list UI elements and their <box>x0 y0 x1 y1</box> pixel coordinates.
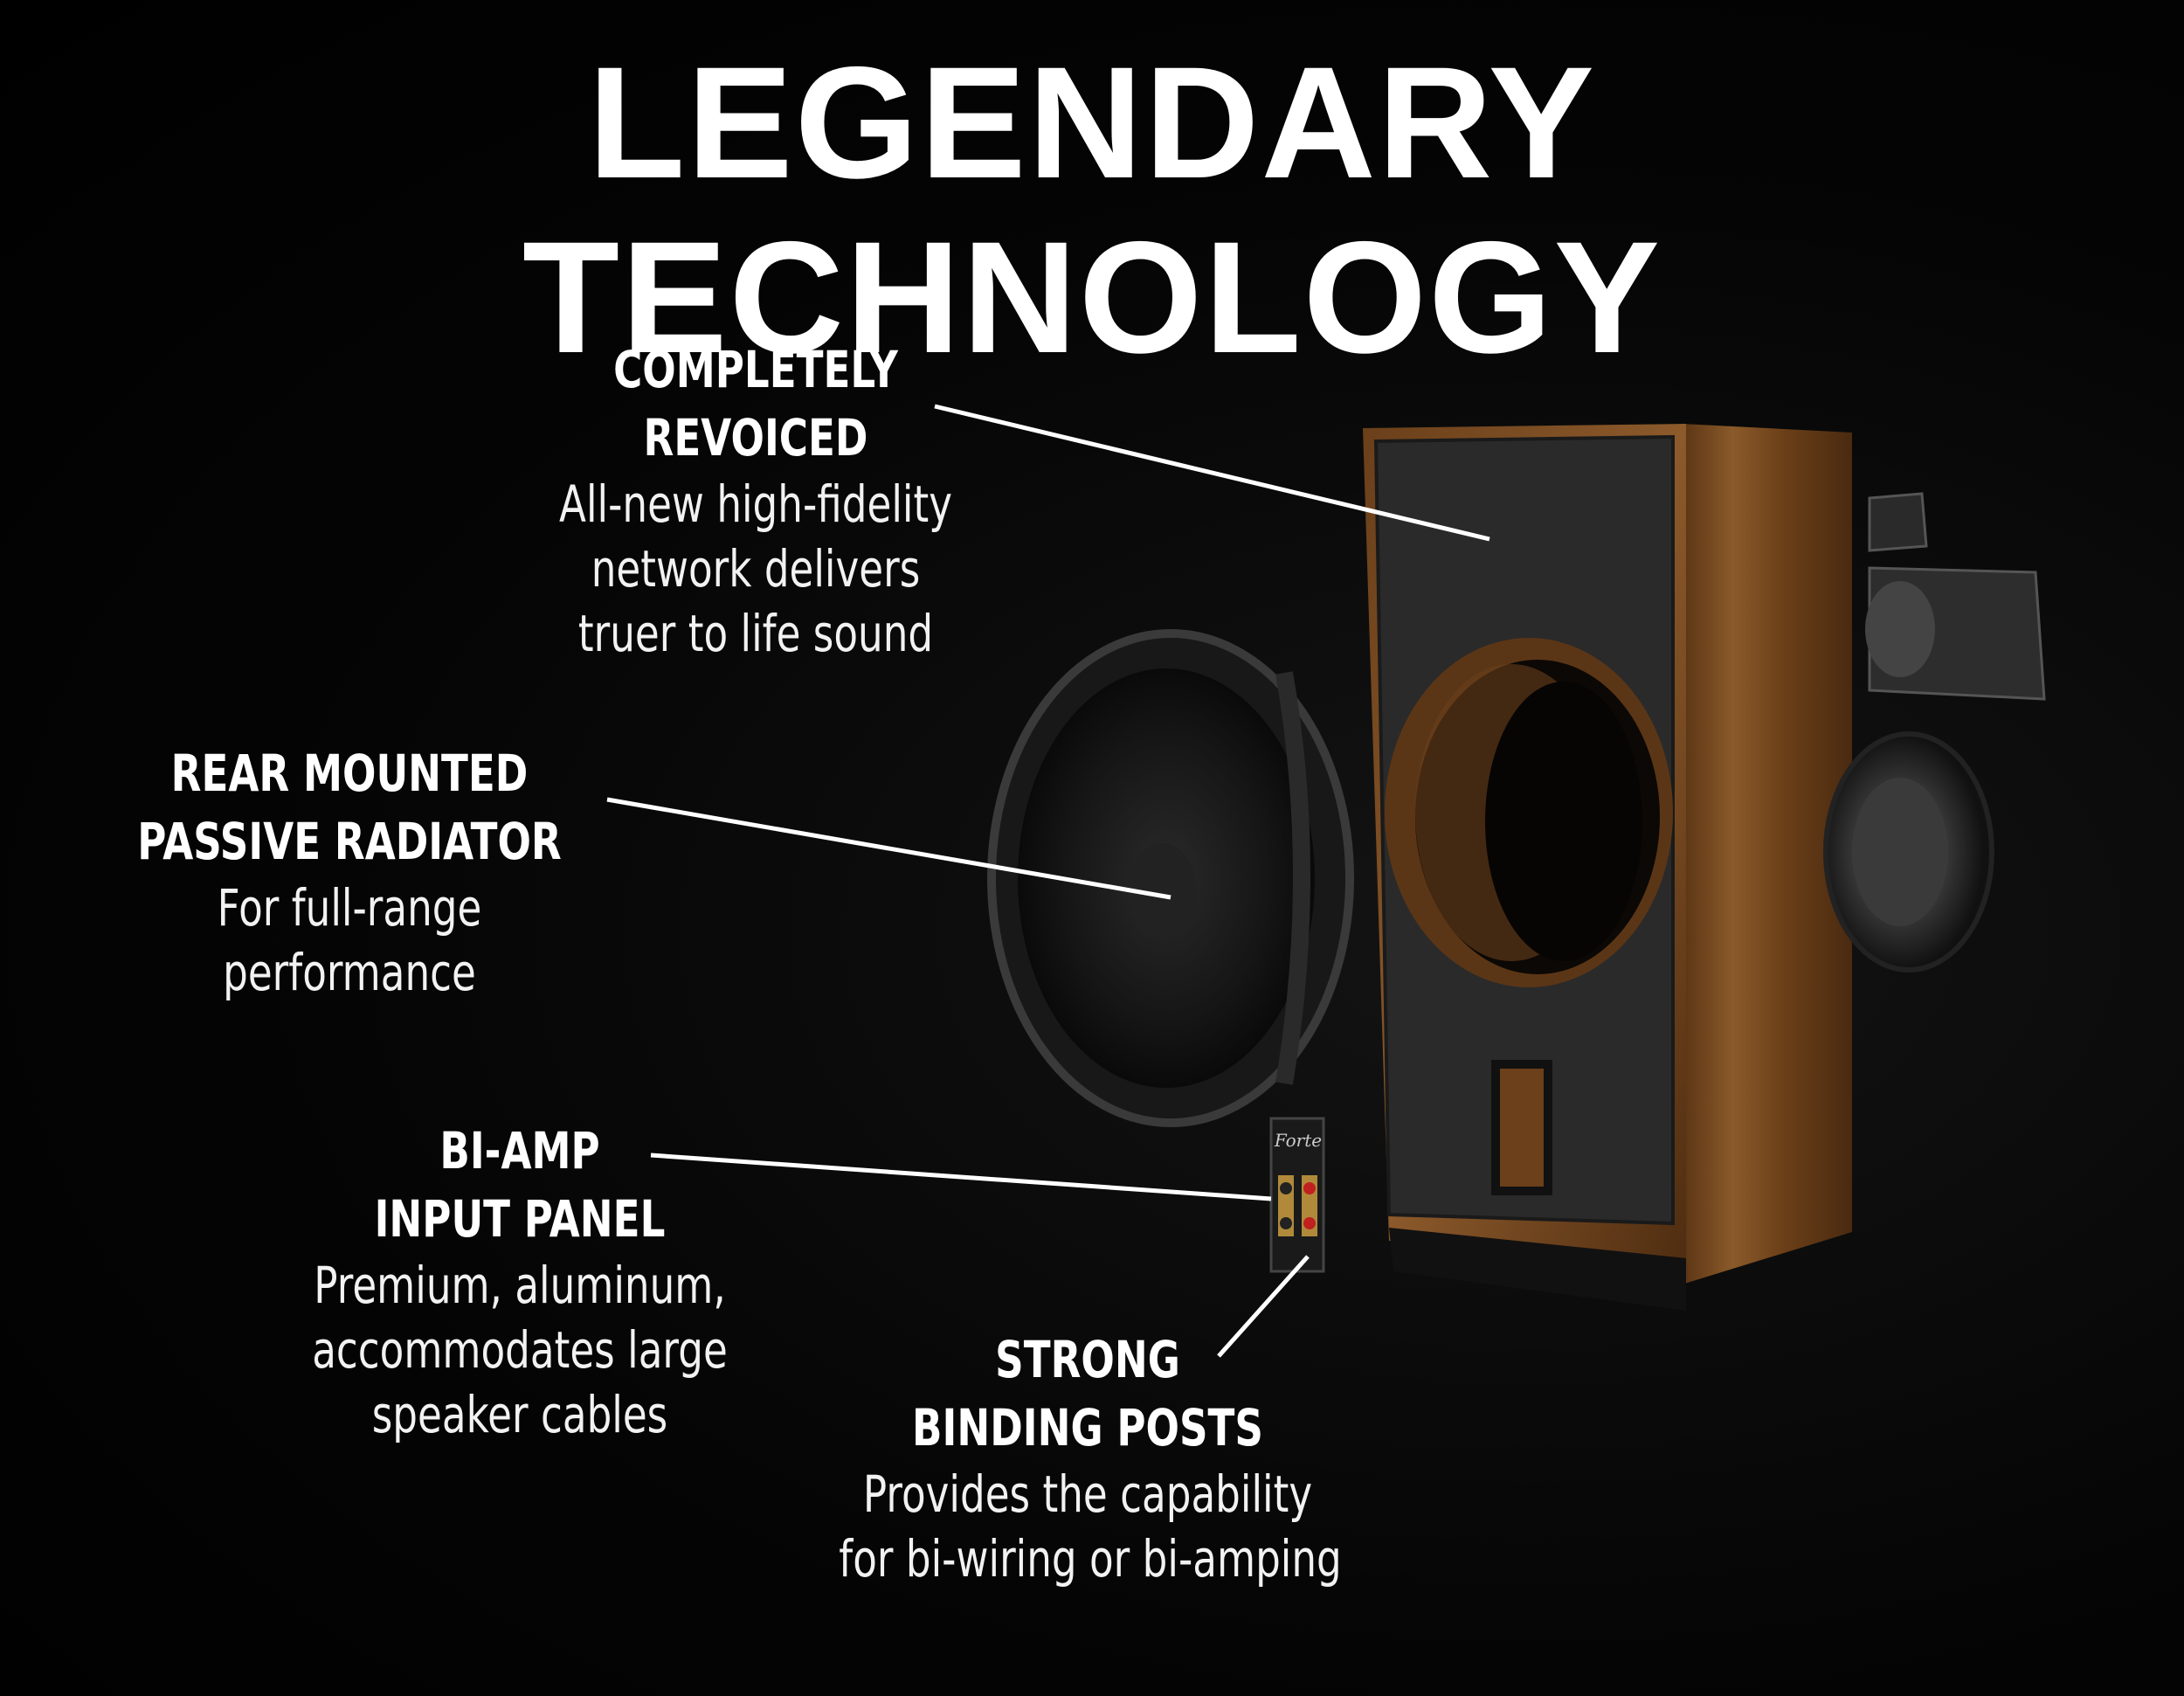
callout-heading: PASSIVE RADIATOR <box>137 812 562 871</box>
callout-heading: STRONG <box>995 1330 1180 1389</box>
callout-heading: REVOICED <box>643 408 868 467</box>
leader-line-radiator <box>606 797 1171 900</box>
panel-logo: Forte <box>1274 1130 1322 1151</box>
tweeter-horn <box>1868 492 1928 552</box>
callout-description: performance <box>223 943 476 1002</box>
callout-heading: BINDING POSTS <box>912 1398 1263 1457</box>
plinth <box>1389 1228 1686 1311</box>
callout-description: network delivers <box>591 539 921 599</box>
callout-description: Provides the capability <box>862 1464 1313 1524</box>
leader-line-revoiced <box>934 404 1490 542</box>
callout-description: All-new high-fidelity <box>559 474 952 534</box>
callout-heading: BI-AMP <box>439 1121 600 1180</box>
leader-line-binding <box>1217 1255 1310 1358</box>
callout-completely-revoiced: COMPLETELY REVOICED All-new high-fidelit… <box>411 336 1101 666</box>
callout-description: truer to life sound <box>577 604 934 663</box>
callout-heading: INPUT PANEL <box>374 1189 666 1249</box>
callout-heading: COMPLETELY <box>613 340 898 399</box>
callout-description: speaker cables <box>371 1385 668 1444</box>
leader-line-biamp <box>650 1153 1272 1201</box>
slot-port <box>1491 1060 1552 1195</box>
callout-biamp-panel: BI-AMP INPUT PANEL Premium, aluminum, ac… <box>236 1117 804 1447</box>
callout-description: accommodates large <box>312 1320 728 1380</box>
page-title: LEGENDARY TECHNOLOGY <box>522 33 1662 387</box>
callout-description: Premium, aluminum, <box>314 1256 726 1315</box>
callout-description: For full-range <box>217 878 482 938</box>
callout-passive-radiator: REAR MOUNTED PASSIVE RADIATOR For full-r… <box>52 739 646 1005</box>
callout-description: for bi-wiring or bi-amping <box>839 1529 1342 1589</box>
cabinet-side <box>1682 424 1852 1284</box>
callout-heading: REAR MOUNTED <box>170 744 529 803</box>
callout-binding-posts: STRONG BINDING POSTS Provides the capabi… <box>769 1326 1406 1591</box>
